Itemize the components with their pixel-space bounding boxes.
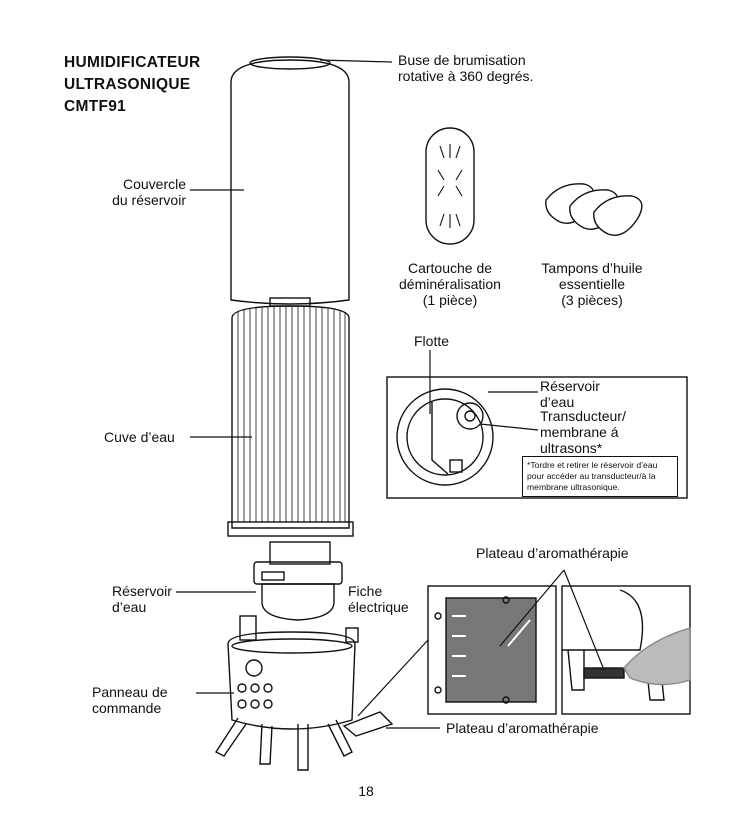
page-number: 18 <box>358 783 374 799</box>
label-line: déminéralisation <box>399 276 501 292</box>
label-line: d’eau <box>540 394 575 410</box>
product-title: HUMIDIFICATEUR ULTRASONIQUE CMTF91 <box>64 52 201 118</box>
label-water-reservoir: Réservoir d’eau <box>112 583 172 615</box>
label-line: du réservoir <box>112 192 186 208</box>
label-water-tank: Cuve d’eau <box>104 429 175 445</box>
oil-pads-illustration <box>545 183 643 236</box>
label-line: Buse de brumisation <box>398 52 526 68</box>
label-control-panel: Panneau de commande <box>92 684 168 716</box>
label-line: Transducteur/ <box>540 408 626 424</box>
label-line: Cartouche de <box>407 260 493 276</box>
label-line: Couvercle <box>122 176 186 192</box>
aroma-tray-inset-illustration <box>342 585 691 737</box>
footnote: *Tordre et retirer le réservoir d’eau po… <box>522 456 678 497</box>
label-line: Fiche <box>348 583 383 599</box>
label-line: Réservoir <box>540 378 600 394</box>
base-illustration <box>214 615 359 771</box>
label-oil-pads: Tampons d’huile essentielle (3 pièces) <box>530 260 654 308</box>
label-plug: Fiche électrique <box>348 583 409 615</box>
water-tank-illustration <box>227 305 354 537</box>
label-line: (1 pièce) <box>422 292 478 308</box>
title-line: CMTF91 <box>64 98 127 115</box>
label-line: commande <box>92 700 162 716</box>
reservoir-inset-illustration <box>386 376 688 499</box>
label-tank-cover: Couvercle du réservoir <box>90 176 186 208</box>
label-line: membrane á <box>540 424 619 440</box>
label-inset-reservoir: Réservoir d’eau <box>540 378 600 410</box>
label-float: Flotte <box>414 333 450 349</box>
leader-lines <box>176 59 605 729</box>
label-line: rotative à 360 degrés. <box>398 68 534 84</box>
tank-cover-illustration <box>230 56 350 307</box>
label-line: ultrasons* <box>540 440 603 456</box>
label-transducer: Transducteur/ membrane á ultrasons* <box>540 408 626 456</box>
label-line: Réservoir <box>112 583 172 599</box>
label-line: d’eau <box>112 599 147 615</box>
label-line: Panneau de <box>92 684 168 700</box>
label-line: électrique <box>348 599 409 615</box>
title-line: HUMIDIFICATEUR <box>64 54 201 71</box>
cartridge-illustration <box>425 127 475 245</box>
label-line: Tampons d’huile <box>541 260 643 276</box>
reservoir-illustration <box>253 541 343 621</box>
label-line: (3 pièces) <box>561 292 623 308</box>
label-cartridge: Cartouche de déminéralisation (1 pièce) <box>392 260 508 308</box>
label-line: essentielle <box>558 276 626 292</box>
label-nozzle: Buse de brumisation rotative à 360 degré… <box>398 52 533 84</box>
label-aroma-tray-bottom: Plateau d’aromathérapie <box>446 720 599 736</box>
title-line: ULTRASONIQUE <box>64 76 191 93</box>
label-aroma-tray-top: Plateau d’aromathérapie <box>476 545 629 561</box>
